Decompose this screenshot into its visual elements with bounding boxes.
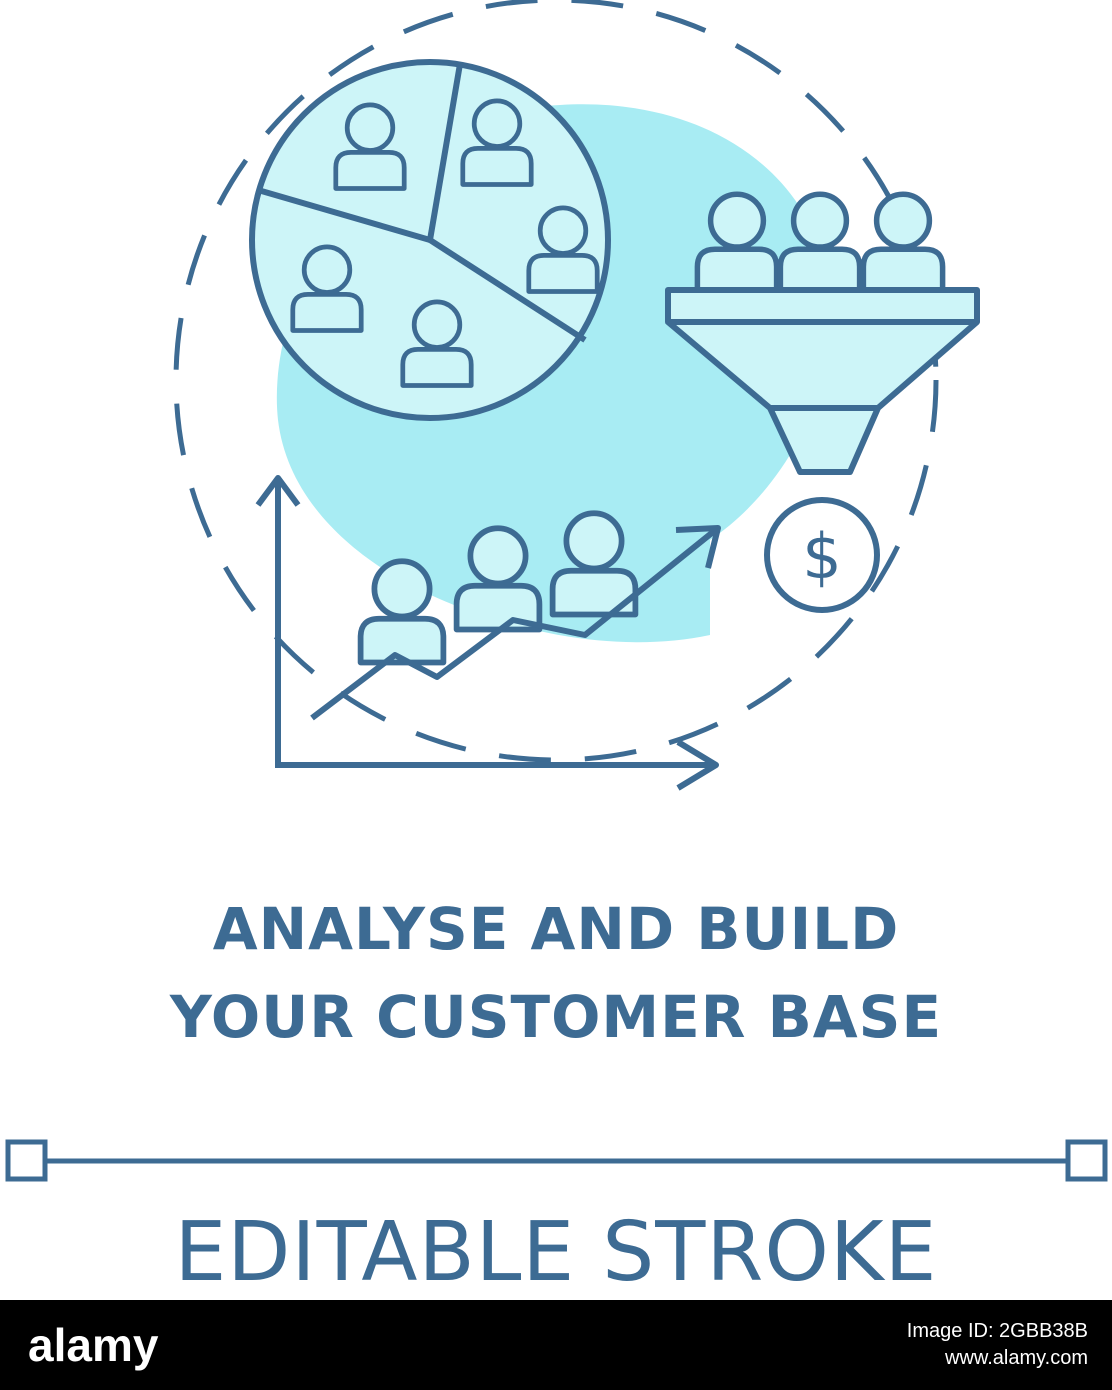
user-icon [863, 194, 942, 291]
image-id: Image ID: 2GBB38B [906, 1320, 1088, 1342]
stock-footer: alamy Image ID: 2GBB38B www.alamy.com [0, 1300, 1112, 1390]
stroke-handle-left [5, 1139, 48, 1182]
headline-line-2: YOUR CUSTOMER BASE [169, 983, 943, 1051]
growth-chart-icon [255, 475, 721, 791]
dollar-coin-icon: $ [764, 497, 880, 613]
dashed-ring [173, 0, 939, 763]
image-id-block: Image ID: 2GBB38B www.alamy.com [907, 1318, 1088, 1372]
site-url: www.alamy.com [945, 1347, 1088, 1369]
svg-text:$: $ [802, 520, 841, 593]
stroke-handle-right [1065, 1139, 1108, 1182]
pie-chart-icon [249, 59, 611, 421]
trend-line [310, 525, 720, 721]
editable-stroke-label: EDITABLE STROKE [174, 1205, 938, 1300]
customer-base-illustration: $ [173, 0, 980, 791]
editable-stroke-bar [5, 1139, 1108, 1182]
alamy-logo: alamy [28, 1319, 159, 1371]
headline-line-1: ANALYSE AND BUILD [212, 895, 900, 963]
funnel-icon [665, 194, 980, 475]
arrow-icon [675, 525, 721, 569]
